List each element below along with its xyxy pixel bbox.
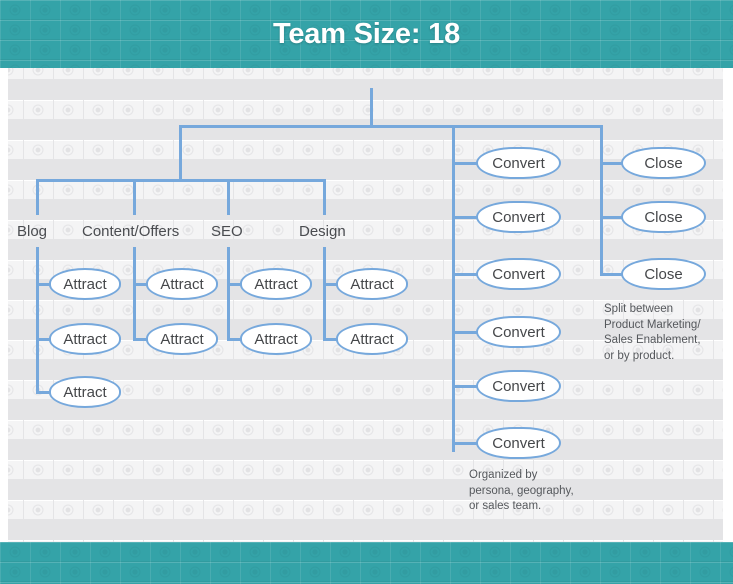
- connector-convert-stub-1: [452, 162, 477, 165]
- connector-close-stub-3: [600, 273, 622, 276]
- category-label-blog: Blog: [17, 223, 48, 240]
- connector-root-bus: [179, 125, 603, 128]
- node-convert[interactable]: Convert: [476, 258, 561, 290]
- background-pattern-offset: [8, 20, 723, 584]
- connector-seo-stub-1: [227, 283, 241, 286]
- node-attract[interactable]: Attract: [240, 268, 312, 300]
- node-convert[interactable]: Convert: [476, 316, 561, 348]
- connector-seo-stem: [227, 179, 230, 215]
- node-attract[interactable]: Attract: [146, 323, 218, 355]
- connector-design-stub-2: [323, 338, 337, 341]
- connector-blog-stub-2: [36, 338, 50, 341]
- connector-convert-spine: [452, 125, 455, 452]
- note-convert-branch: Organized by persona, geography, or sale…: [469, 469, 574, 512]
- node-attract[interactable]: Attract: [49, 268, 121, 300]
- node-convert[interactable]: Convert: [476, 370, 561, 402]
- connector-content-stem: [133, 179, 136, 215]
- category-label-content-offers: Content/Offers: [82, 223, 180, 240]
- node-convert[interactable]: Convert: [476, 147, 561, 179]
- page-title: Team Size: 18: [272, 17, 461, 50]
- connector-attract-bus: [36, 179, 326, 182]
- connector-close-stub-2: [600, 216, 622, 219]
- footer-banner: [0, 542, 733, 584]
- category-label-seo: SEO: [211, 223, 243, 240]
- node-attract[interactable]: Attract: [240, 323, 312, 355]
- node-attract[interactable]: Attract: [146, 268, 218, 300]
- connector-design-stub-1: [323, 283, 337, 286]
- connector-convert-stub-4: [452, 331, 477, 334]
- connector-convert-stub-5: [452, 385, 477, 388]
- node-close[interactable]: Close: [621, 201, 706, 233]
- node-convert[interactable]: Convert: [476, 201, 561, 233]
- connector-content-spine: [133, 247, 136, 341]
- connector-content-stub-1: [133, 283, 147, 286]
- connector-convert-stub-6: [452, 442, 477, 445]
- connector-content-stub-2: [133, 338, 147, 341]
- connector-blog-stub-1: [36, 283, 50, 286]
- connector-convert-stub-3: [452, 273, 477, 276]
- node-attract[interactable]: Attract: [49, 323, 121, 355]
- connector-seo-stub-2: [227, 338, 241, 341]
- node-attract[interactable]: Attract: [336, 323, 408, 355]
- header-banner: [0, 0, 733, 68]
- connector-close-stub-1: [600, 162, 622, 165]
- node-close[interactable]: Close: [621, 147, 706, 179]
- connector-attract-trunk: [179, 125, 182, 182]
- connector-blog-stem: [36, 179, 39, 215]
- connector-blog-spine: [36, 247, 39, 393]
- connector-design-stem: [323, 179, 326, 215]
- connector-seo-spine: [227, 247, 230, 341]
- category-label-design: Design: [299, 223, 346, 240]
- connector-root-stem: [370, 88, 373, 127]
- node-convert[interactable]: Convert: [476, 427, 561, 459]
- note-close-branch: Split between Product Marketing/ Sales E…: [604, 303, 701, 362]
- node-attract[interactable]: Attract: [49, 376, 121, 408]
- connector-blog-stub-3: [36, 391, 50, 394]
- connector-close-spine: [600, 125, 603, 276]
- connector-convert-stub-2: [452, 216, 477, 219]
- connector-design-spine: [323, 247, 326, 341]
- node-close[interactable]: Close: [621, 258, 706, 290]
- node-attract[interactable]: Attract: [336, 268, 408, 300]
